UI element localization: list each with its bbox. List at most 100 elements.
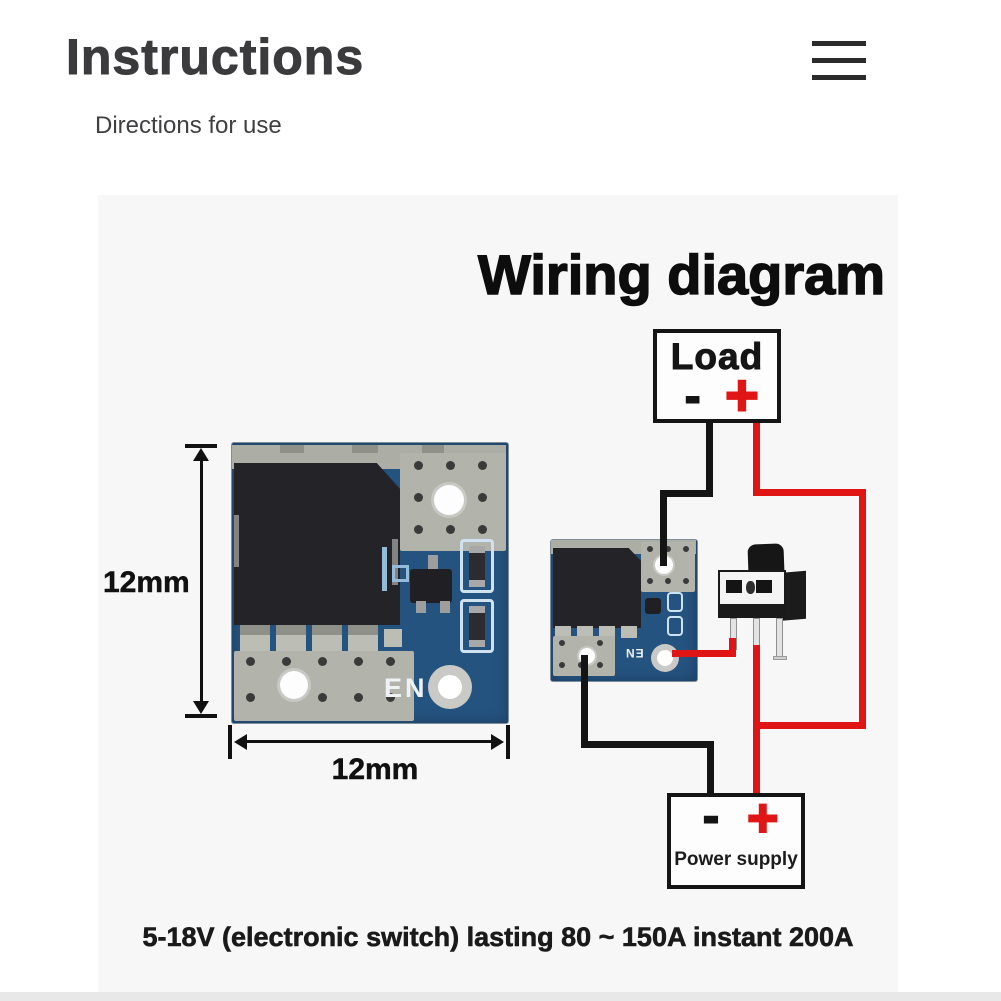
mount-hole xyxy=(434,485,464,515)
wire-module-to-psu-v xyxy=(581,655,588,748)
dim-cap-top xyxy=(185,444,217,448)
dim-cap-bottom xyxy=(185,714,217,718)
pcb-module-large: EN xyxy=(232,443,508,723)
pad-dot xyxy=(414,493,423,502)
height-dimension-label: 12mm xyxy=(103,566,190,600)
load-box: Load - + xyxy=(653,329,781,426)
pad-dot xyxy=(446,461,455,470)
mosfet-chip xyxy=(553,548,641,628)
mosfet-leg xyxy=(276,625,306,651)
load-minus-terminal: - xyxy=(684,370,701,422)
pad-dot xyxy=(354,657,363,666)
sot23-lead xyxy=(428,555,438,571)
mosfet-leg xyxy=(555,626,571,638)
psu-minus-terminal: - xyxy=(702,790,720,843)
pad-dot xyxy=(597,640,603,646)
page-title: Instructions xyxy=(65,29,365,86)
en-pad-hole xyxy=(651,644,679,672)
solder-pad-bottom-left xyxy=(234,651,414,721)
wire-positive-top-h xyxy=(753,489,866,496)
pad-dot xyxy=(386,693,395,702)
dim-arrowhead-left xyxy=(234,734,247,750)
pad-dot xyxy=(478,461,487,470)
power-supply-box: - + Power supply xyxy=(667,788,805,889)
resistor-footprint xyxy=(667,616,683,636)
switch-base xyxy=(718,604,786,618)
menu-bar xyxy=(812,58,866,63)
wire-en-to-switch-v xyxy=(729,638,736,657)
solder-pad-top-right xyxy=(400,453,506,551)
solder-pad-top-right xyxy=(641,542,695,592)
pad-dot xyxy=(597,662,603,668)
resistor-chip xyxy=(469,610,485,644)
resistor-footprint xyxy=(667,592,683,612)
mosfet-shine xyxy=(234,515,239,567)
psu-plus-terminal: + xyxy=(746,788,780,848)
pad-dot xyxy=(683,546,689,552)
small-pad xyxy=(384,629,402,647)
switch-contact-window xyxy=(756,580,772,593)
dim-line-vertical xyxy=(200,458,203,710)
mosfet-shine xyxy=(392,539,398,585)
pad-dot xyxy=(559,640,565,646)
resistor-cap xyxy=(469,546,485,553)
footer-strip xyxy=(0,992,1001,1001)
pad-dot xyxy=(414,461,423,470)
load-label: Load xyxy=(670,336,764,378)
resistor-footprint xyxy=(460,599,494,653)
pad-dot xyxy=(446,525,455,534)
resistor-cap xyxy=(469,640,485,647)
mosfet-chip xyxy=(234,463,400,625)
pad-dot xyxy=(665,546,671,552)
pad-dot xyxy=(318,657,327,666)
mount-hole xyxy=(280,671,308,699)
pad-dot xyxy=(246,693,255,702)
wire-load-negative-h xyxy=(660,490,713,497)
dim-arrowhead-up xyxy=(193,448,209,461)
mosfet-leg xyxy=(348,625,378,651)
sot23-body xyxy=(410,569,452,603)
plating-notch xyxy=(280,445,304,453)
menu-bar xyxy=(812,41,866,46)
sot23-lead xyxy=(440,601,450,613)
pad-dot xyxy=(478,493,487,502)
pad-dot xyxy=(386,657,395,666)
plating-notch xyxy=(422,445,444,453)
resistor-cap xyxy=(469,606,485,613)
pad-dot xyxy=(665,578,671,584)
wire-load-negative-v xyxy=(706,421,713,495)
wire-positive-bottom-h xyxy=(753,722,866,729)
mosfet-leg xyxy=(599,626,615,638)
slide-switch xyxy=(718,543,814,660)
pad-dot xyxy=(354,693,363,702)
wire-switch-to-psu-v xyxy=(753,645,760,795)
pcb-trace xyxy=(382,547,387,591)
hamburger-menu-icon[interactable] xyxy=(812,41,866,92)
pad-dot xyxy=(282,657,291,666)
pad-dot xyxy=(246,657,255,666)
resistor-cap xyxy=(469,580,485,587)
resistor-chip xyxy=(469,550,485,584)
power-supply-label: Power supply xyxy=(674,849,798,870)
dim-cap-left xyxy=(228,725,232,759)
pad-dot xyxy=(559,662,565,668)
switch-center-hole xyxy=(746,581,755,594)
dim-cap-right xyxy=(506,725,510,759)
width-dimension-label: 12mm xyxy=(331,753,419,787)
switch-contact-window xyxy=(726,580,742,593)
wire-en-to-switch-h xyxy=(672,650,736,657)
switch-pin xyxy=(776,618,783,658)
sot23-lead xyxy=(416,601,426,613)
menu-bar xyxy=(812,75,866,80)
mosfet-leg xyxy=(312,625,342,651)
switch-pin-foot xyxy=(773,656,787,660)
mosfet-leg xyxy=(240,625,270,651)
resistor-footprint xyxy=(460,539,494,593)
pcb-trace-box xyxy=(392,565,409,582)
pad-dot xyxy=(683,578,689,584)
pad-dot xyxy=(647,546,653,552)
en-silkscreen-large: EN xyxy=(384,673,428,703)
pad-dot xyxy=(318,693,327,702)
en-pad-hole xyxy=(428,665,472,709)
pad-dot xyxy=(478,525,487,534)
